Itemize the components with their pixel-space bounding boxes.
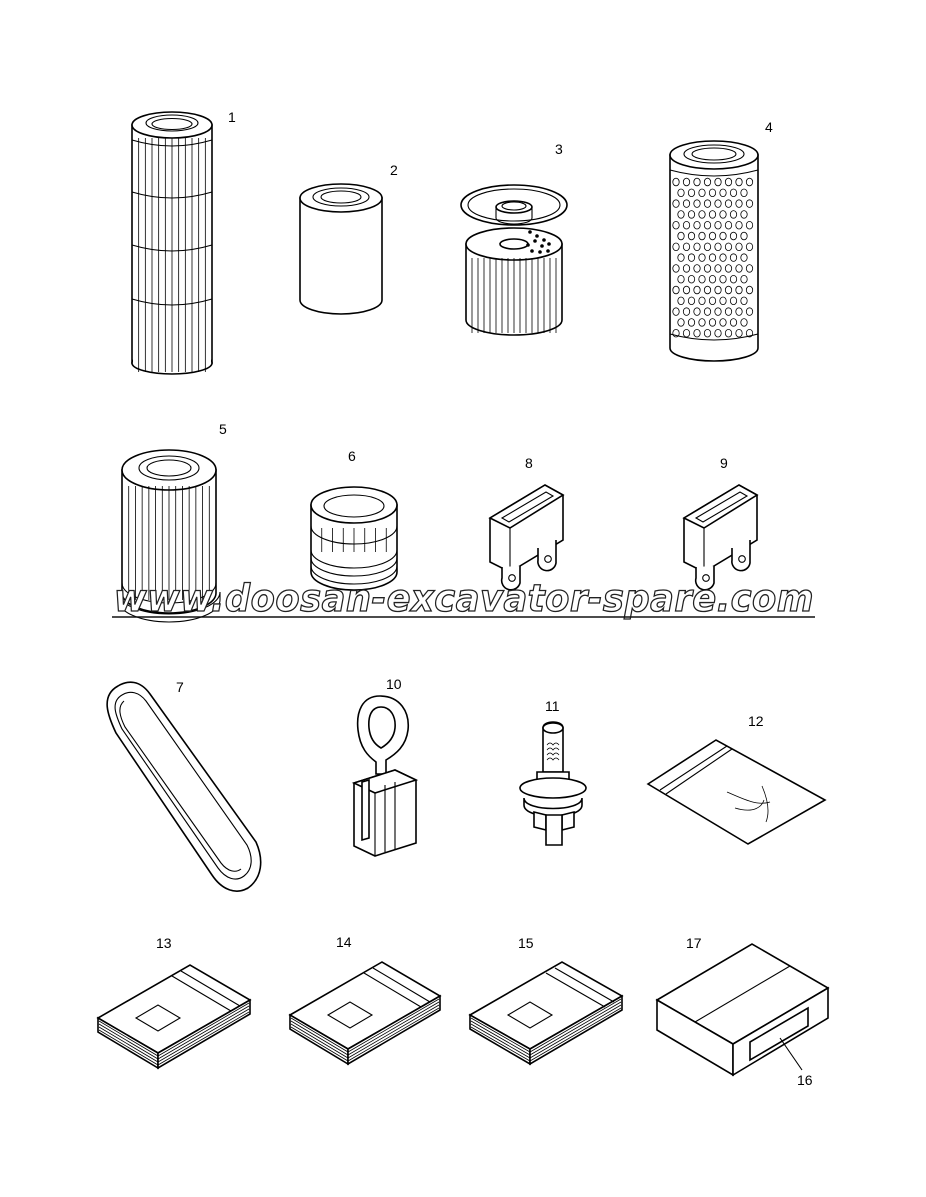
callout-2: 2 <box>390 162 398 178</box>
halogen-bulb <box>519 721 587 846</box>
tag-holder <box>351 695 419 857</box>
box-label-plate <box>749 1006 809 1062</box>
callout-6: 6 <box>348 448 356 464</box>
callout-labels: 1 2 3 4 5 6 7 8 9 10 11 12 13 14 15 16 1… <box>156 109 813 1088</box>
filter-element-tall <box>131 111 213 375</box>
callout-14: 14 <box>336 934 352 950</box>
oil-filter-drum <box>310 486 398 591</box>
manual-book-b <box>288 961 442 1066</box>
filter-cartridge-short <box>299 183 383 315</box>
manual-book-c <box>468 961 624 1066</box>
callout-13: 13 <box>156 935 172 951</box>
callout-16: 16 <box>797 1072 813 1088</box>
callout-10: 10 <box>386 676 402 692</box>
callout-9: 9 <box>720 455 728 471</box>
callout-5: 5 <box>219 421 227 437</box>
manual-book-a <box>96 964 252 1070</box>
fuel-filter-with-cover <box>460 184 568 336</box>
watermark: www.doosan-excavator-spare.com <box>112 576 815 621</box>
callout-11: 11 <box>545 698 560 714</box>
callout-17: 17 <box>686 935 702 951</box>
sealed-bag <box>646 739 827 845</box>
callout-7: 7 <box>176 679 184 695</box>
air-filter-element <box>117 449 221 623</box>
fuse-b <box>682 484 759 591</box>
fuse-a <box>488 484 565 591</box>
perforated-filter-element <box>669 140 759 362</box>
parts-box <box>655 943 830 1077</box>
watermark-text: www.doosan-excavator-spare.com <box>114 577 814 620</box>
callout-3: 3 <box>555 141 563 157</box>
callout-1: 1 <box>228 109 236 125</box>
callout-12: 12 <box>748 713 764 729</box>
callout-8: 8 <box>525 455 533 471</box>
callout-15: 15 <box>518 935 534 951</box>
callout-4: 4 <box>765 119 773 135</box>
v-belt <box>106 681 262 892</box>
